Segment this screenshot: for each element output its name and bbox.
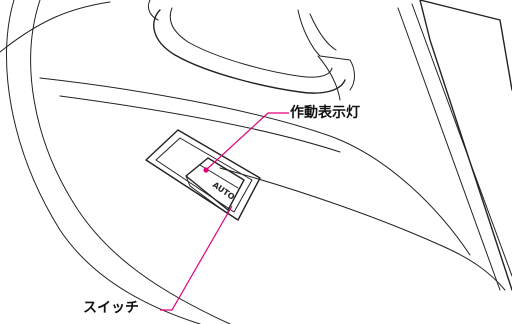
door-handle-top <box>147 0 159 21</box>
door-handle-cup <box>317 55 341 101</box>
switch-label: スイッチ <box>82 300 140 316</box>
armrest-ridge <box>59 95 341 153</box>
indicator-leader-line <box>205 112 289 171</box>
door-panel-upper-contour <box>0 1 111 53</box>
door-handle-outer <box>153 9 346 94</box>
switch-leader-line <box>160 205 233 311</box>
armrest-lower-edge <box>219 167 506 291</box>
door-handle-bracket-inner <box>309 13 337 51</box>
door-handle-inner <box>169 7 333 78</box>
pillar-edge-inner <box>411 3 512 277</box>
door-panel-inner-contour <box>30 0 231 324</box>
indicator-label: 作動表示灯 <box>289 105 361 121</box>
glass-panel <box>419 0 512 291</box>
window-switch[interactable] <box>185 157 245 211</box>
door-panel-left-contour <box>6 0 201 324</box>
door-handle-bracket <box>297 9 355 91</box>
pillar-edge-outer <box>397 7 501 291</box>
switch-bezel-inner <box>155 137 253 213</box>
switch-bezel-outer <box>145 129 261 221</box>
armrest-upper-edge <box>39 77 471 256</box>
